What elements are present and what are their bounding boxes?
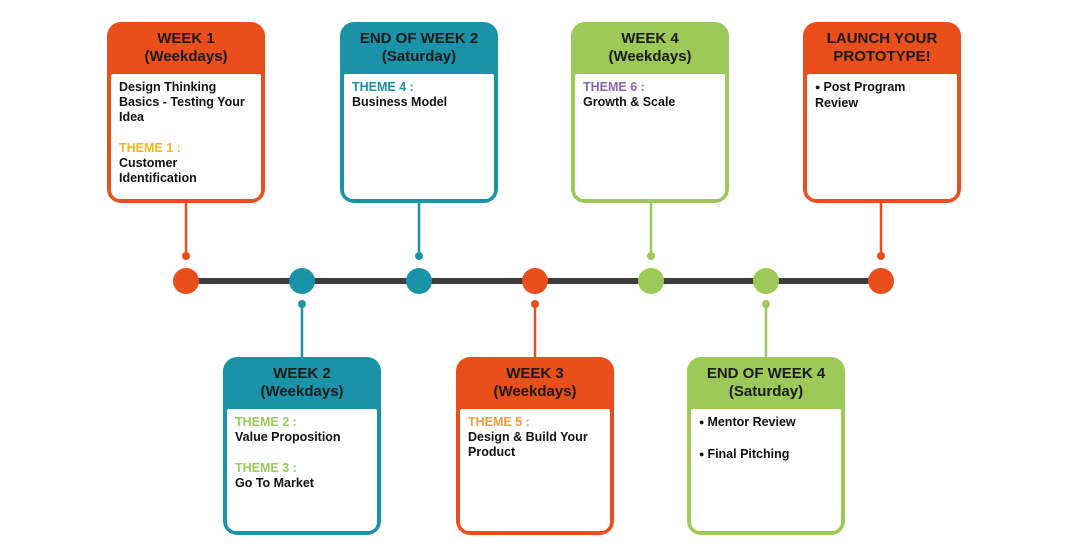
- card-week2-end: END OF WEEK 2 (Saturday) THEME 4 : Busin…: [340, 22, 498, 203]
- theme-text: Go To Market: [235, 476, 314, 490]
- connector-dot-week2: [298, 300, 306, 308]
- card-subtitle: (Weekdays): [493, 383, 577, 400]
- card-body: Mentor Review Final Pitching: [691, 409, 841, 531]
- theme-text: Business Model: [352, 95, 448, 109]
- theme-text: Customer Identification: [119, 156, 197, 185]
- card-week4: WEEK 4 (Weekdays) THEME 6 : Growth & Sca…: [571, 22, 729, 203]
- card-week4-end: END OF WEEK 4 (Saturday) Mentor Review F…: [687, 357, 845, 535]
- theme-label: THEME 2 :: [235, 415, 297, 429]
- bullet-item: Post Program Review: [815, 80, 949, 111]
- card-header: WEEK 2 (Weekdays): [223, 357, 381, 409]
- card-header: END OF WEEK 4 (Saturday): [687, 357, 845, 409]
- timeline-dot-6: [753, 268, 779, 294]
- bullet-item: Mentor Review: [699, 415, 833, 431]
- connector-dot-week2end: [415, 252, 423, 260]
- theme-text: Design & Build Your Product: [468, 430, 588, 459]
- card-subtitle: (Weekdays): [608, 48, 692, 65]
- card-body: THEME 2 : Value Proposition THEME 3 : Go…: [227, 409, 377, 531]
- card-body: THEME 4 : Business Model: [344, 74, 494, 199]
- timeline-dot-1: [173, 268, 199, 294]
- card-subtitle: (Saturday): [728, 383, 804, 400]
- theme-label: THEME 6 :: [583, 80, 645, 94]
- card-title: END OF WEEK 4: [706, 365, 826, 382]
- timeline-dot-7: [868, 268, 894, 294]
- card-title: WEEK 3: [506, 365, 564, 382]
- card-title: LAUNCH YOUR: [826, 30, 938, 47]
- timeline-dot-3: [406, 268, 432, 294]
- theme-label: THEME 3 :: [235, 461, 297, 475]
- card-subtitle: (Weekdays): [144, 48, 228, 65]
- theme-label: THEME 5 :: [468, 415, 530, 429]
- connector-dot-week1: [182, 252, 190, 260]
- timeline-dot-2: [289, 268, 315, 294]
- connector-dot-launch: [877, 252, 885, 260]
- theme-text: Value Proposition: [235, 430, 341, 444]
- card-body: THEME 5 : Design & Build Your Product: [460, 409, 610, 531]
- card-title: WEEK 1: [157, 30, 215, 47]
- card-header: WEEK 3 (Weekdays): [456, 357, 614, 409]
- theme-label: THEME 4 :: [352, 80, 414, 94]
- card-week2: WEEK 2 (Weekdays) THEME 2 : Value Propos…: [223, 357, 381, 535]
- card-header: WEEK 1 (Weekdays): [107, 22, 265, 74]
- card-subtitle: (Weekdays): [260, 383, 344, 400]
- card-header: LAUNCH YOUR PROTOTYPE!: [803, 22, 961, 74]
- card-week1: WEEK 1 (Weekdays) Design Thinking Basics…: [107, 22, 265, 203]
- connector-dot-week4: [647, 252, 655, 260]
- card-launch: LAUNCH YOUR PROTOTYPE! Post Program Revi…: [803, 22, 961, 203]
- theme-text: Growth & Scale: [583, 95, 676, 109]
- card-header: END OF WEEK 2 (Saturday): [340, 22, 498, 74]
- theme-label: THEME 1 :: [119, 141, 181, 155]
- card-title: WEEK 4: [621, 30, 679, 47]
- card-body: Post Program Review: [807, 74, 957, 199]
- bullet-item: Final Pitching: [699, 447, 833, 463]
- timeline-dot-5: [638, 268, 664, 294]
- card-body: Design Thinking Basics - Testing Your Id…: [111, 74, 261, 199]
- card-subtitle: PROTOTYPE!: [833, 48, 931, 65]
- connector-dot-week4end: [762, 300, 770, 308]
- intro-text: Design Thinking Basics - Testing Your Id…: [119, 80, 245, 124]
- card-body: THEME 6 : Growth & Scale: [575, 74, 725, 199]
- card-title: END OF WEEK 2: [359, 30, 479, 47]
- connector-dot-week3: [531, 300, 539, 308]
- card-title: WEEK 2: [273, 365, 331, 382]
- timeline-dot-4: [522, 268, 548, 294]
- card-week3: WEEK 3 (Weekdays) THEME 5 : Design & Bui…: [456, 357, 614, 535]
- card-subtitle: (Saturday): [381, 48, 457, 65]
- card-header: WEEK 4 (Weekdays): [571, 22, 729, 74]
